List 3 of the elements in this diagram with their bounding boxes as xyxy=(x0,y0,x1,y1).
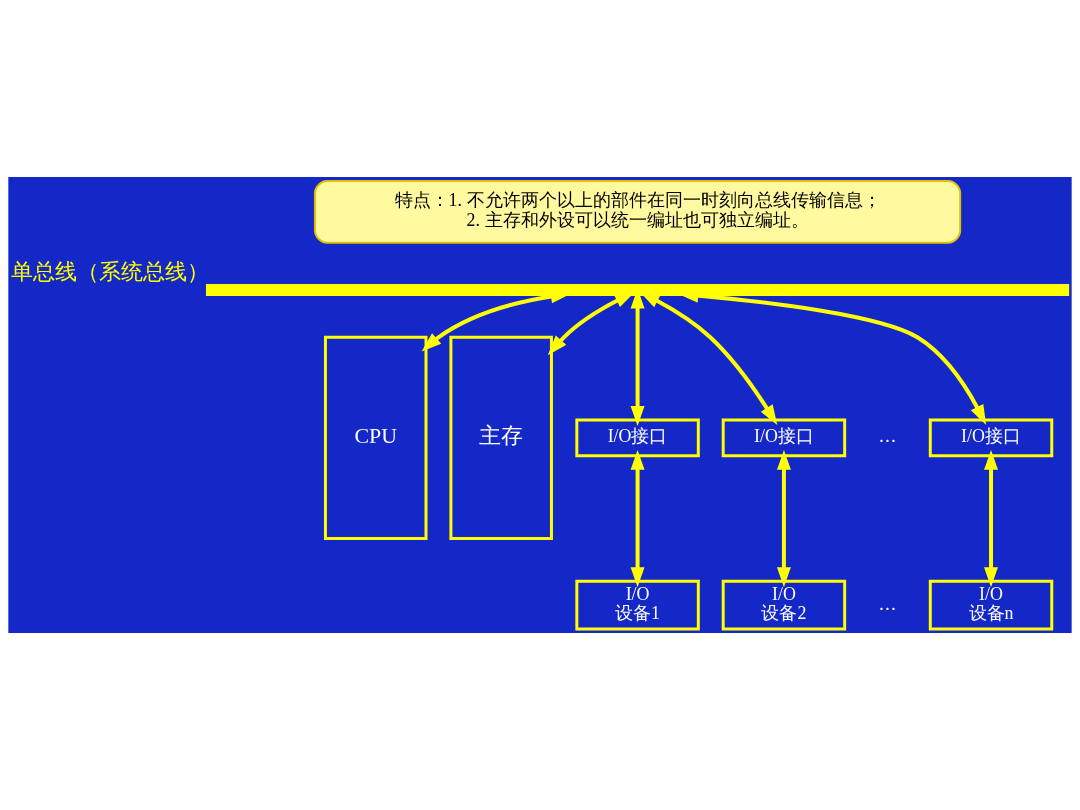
node-label: 单总线（系统总线） xyxy=(10,259,209,285)
label: … xyxy=(878,593,897,614)
label: … xyxy=(878,426,897,447)
